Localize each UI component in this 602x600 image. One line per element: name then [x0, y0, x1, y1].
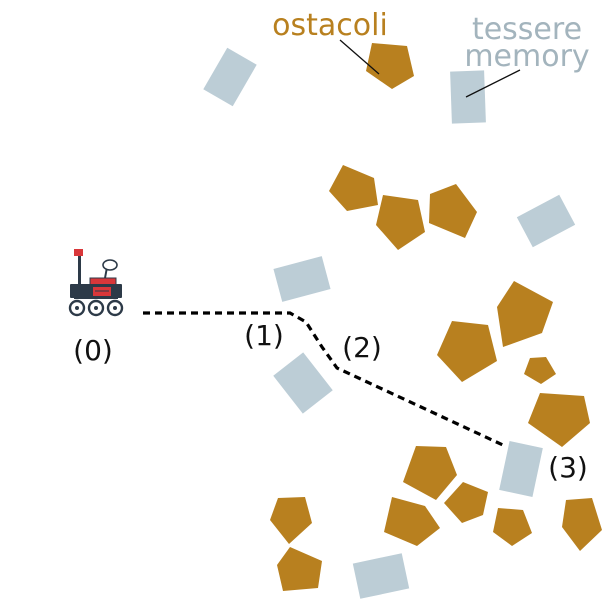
obstacle — [437, 321, 497, 382]
waypoint-label-0: (0) — [73, 334, 113, 367]
obstacles-leader-line — [339, 39, 380, 75]
rover-path — [143, 311, 506, 448]
memory-tile — [203, 47, 257, 107]
memory-tile — [352, 553, 410, 599]
tiles-legend-label-line1: tessere — [472, 12, 582, 47]
waypoint-label-1: (1) — [244, 319, 284, 352]
waypoint-label-3: (3) — [548, 451, 588, 484]
memory-tile — [273, 352, 333, 414]
obstacle — [270, 497, 312, 544]
obstacle — [429, 184, 477, 238]
obstacle — [277, 547, 322, 591]
obstacles — [270, 43, 602, 591]
obstacle — [329, 165, 378, 211]
obstacles-legend-label: ostacoli — [272, 8, 388, 43]
obstacle — [444, 482, 488, 523]
obstacle — [384, 497, 440, 546]
obstacle — [376, 195, 425, 250]
memory-tile — [450, 70, 486, 124]
obstacle — [524, 357, 556, 384]
obstacle — [562, 498, 602, 551]
obstacle — [403, 446, 457, 500]
memory-tile — [273, 256, 331, 302]
tiles-legend-label-line2: memory — [464, 39, 589, 74]
obstacle — [493, 508, 532, 546]
obstacle — [497, 281, 553, 347]
waypoint-label-2: (2) — [342, 331, 382, 364]
memory-tile — [516, 194, 576, 248]
tiles-leader-line — [465, 69, 521, 98]
memory-tile — [499, 441, 543, 497]
obstacle — [528, 393, 590, 447]
memory-tiles — [203, 47, 576, 599]
obstacle — [366, 43, 414, 89]
rover-icon — [68, 249, 124, 317]
